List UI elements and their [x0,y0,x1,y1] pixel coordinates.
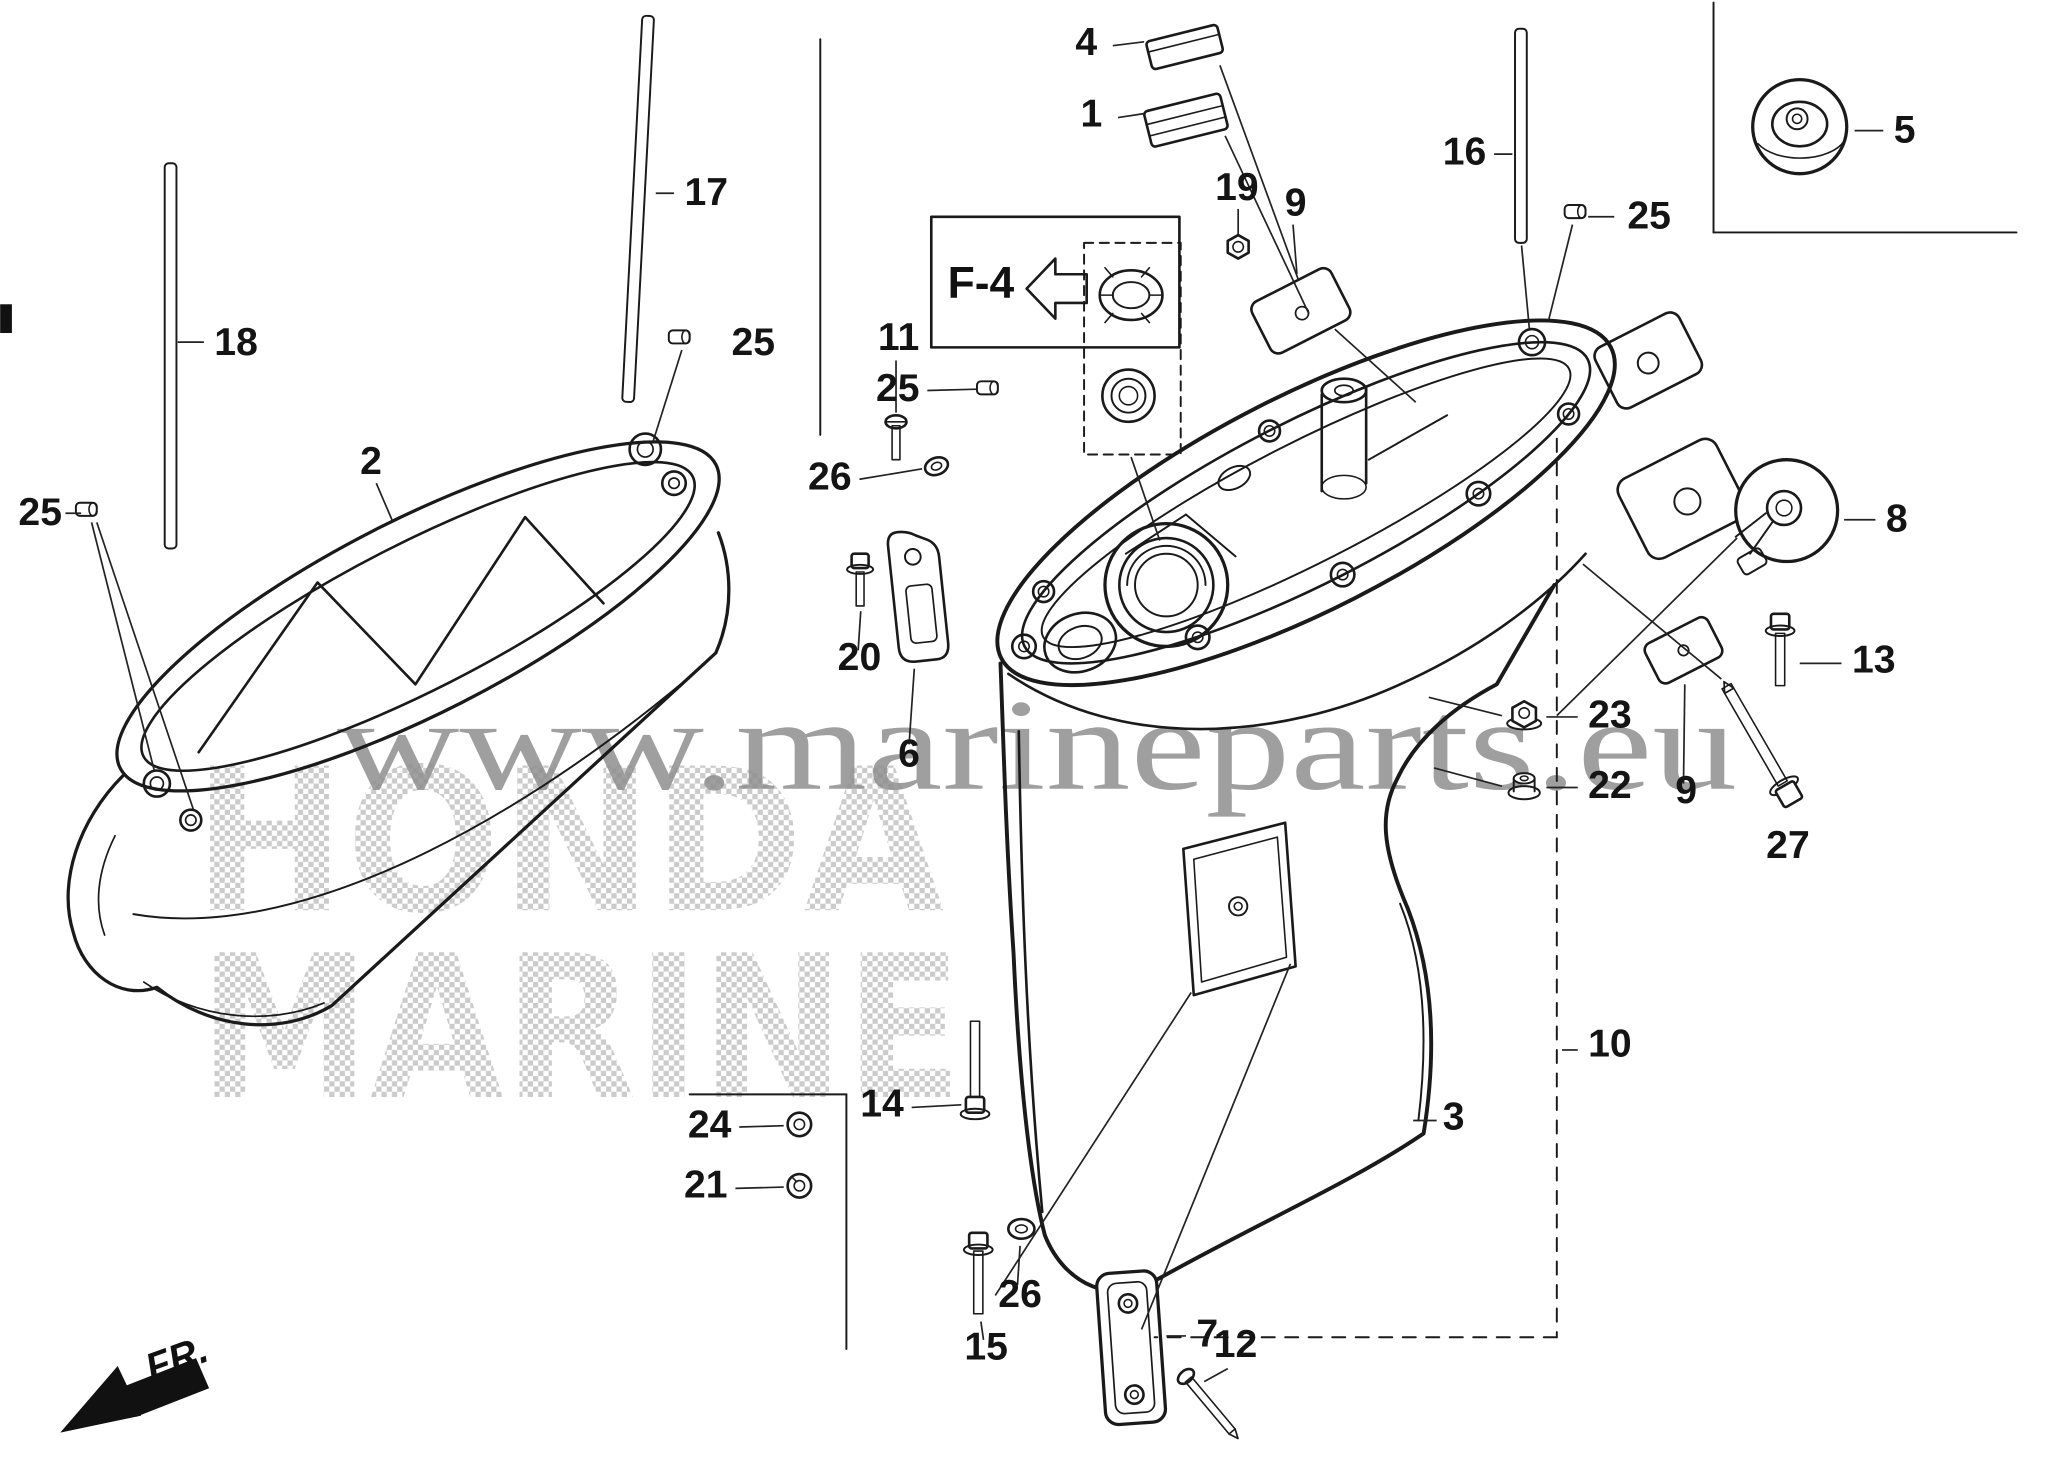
part-25-pin-right [1563,204,1587,220]
part-9-plate-top [1250,266,1352,355]
callout-8: 8 [1886,498,1908,541]
part-25-pin-center [976,380,999,396]
background-words: HONDA MARINE [193,726,962,1144]
leader-lines [65,40,1884,1383]
background-word-marine: MARINE [199,913,963,1144]
callout-23: 23 [1588,693,1632,736]
part-24-washer [786,1111,813,1138]
part-22-bushing [1507,772,1541,801]
flange-ears [1593,311,1749,561]
callout-9-a: 9 [1285,181,1307,224]
part-5-grommet [1751,78,1849,176]
part-12-screw [1176,1367,1239,1440]
callout-1: 1 [1081,93,1103,136]
part-19-nut [1226,233,1250,260]
fr-arrow-head-icon [60,1365,142,1433]
f4-reference-box [929,215,1182,456]
part-26-washer-bottom [1007,1217,1036,1240]
needle-bearing [1098,266,1164,324]
part-23-flange-nut [1506,699,1543,731]
callout-22: 22 [1588,764,1632,807]
callout-25-a: 25 [731,321,775,364]
callout-18: 18 [214,321,258,364]
callout-17: 17 [684,171,728,214]
part-17-stud [621,14,655,404]
part-4-damper [1145,23,1225,71]
assembly-dashed-lines [1153,437,1558,1339]
callouts: 4 1 17 25 18 25 2 19 9 16 25 5 11 25 26 … [18,21,1915,1369]
bearing-detail-box [1083,241,1182,456]
part-3-gear-case [995,311,1749,1294]
callout-20: 20 [838,636,882,679]
housing-ribs [197,515,605,754]
bearing-bore [1103,522,1230,649]
part-2-extension-case [66,432,731,1027]
f4-arrow-icon [1025,257,1088,320]
callout-12: 12 [1214,1323,1258,1366]
part-18-stud [163,162,178,550]
callout-15: 15 [964,1325,1008,1368]
callout-26-b: 26 [998,1273,1042,1316]
part-14-bolt [959,1020,991,1121]
callout-2: 2 [360,440,382,483]
flange-bolt-holes [1010,327,1581,660]
part-11-screw [884,413,908,461]
callout-19: 19 [1215,166,1259,209]
callout-5: 5 [1894,108,1916,151]
part-8-grommet [1734,458,1840,576]
part-25-pin-top [667,329,691,345]
watermark-text: www.marineparts.eu [337,674,1737,818]
callout-24: 24 [688,1103,732,1146]
frame-lines [0,1,2018,1350]
callout-27: 27 [1766,824,1810,867]
part-13-bolt [1764,612,1796,687]
callout-4: 4 [1075,21,1097,64]
left-edge-mark [0,304,12,334]
callout-7: 7 [1196,1312,1218,1355]
shift-bore [1043,611,1118,674]
callout-25-d: 25 [876,367,920,410]
callout-25-b: 25 [18,491,62,534]
part-7-anode-plate [1095,1269,1168,1427]
callout-10: 10 [1588,1022,1632,1065]
part-21-spring-washer [786,1172,813,1199]
fr-arrow-shaft-icon [122,1358,210,1417]
part-15-bolt [962,1231,994,1315]
callout-21: 21 [684,1164,728,1207]
callout-9-b: 9 [1675,769,1697,812]
callout-11: 11 [878,316,919,359]
part-6-bracket [886,530,950,663]
callout-6: 6 [898,733,920,776]
trim-tab-recess [1182,821,1297,997]
part-20-bolt [846,552,875,607]
fr-direction-arrow: FR. [60,1328,214,1433]
callout-25-c: 25 [1627,195,1671,238]
part-1-damper [1143,92,1229,148]
oil-seal [1101,368,1156,424]
callout-14: 14 [860,1083,904,1126]
callout-16: 16 [1443,131,1487,174]
part-16-stud [1514,27,1528,244]
callout-26-a: 26 [808,456,852,499]
part-27-bolt [1721,680,1804,809]
part-26-washer-top [923,455,950,477]
f4-label: F-4 [948,259,1015,308]
callout-13: 13 [1852,639,1896,682]
callout-3: 3 [1443,1096,1465,1139]
